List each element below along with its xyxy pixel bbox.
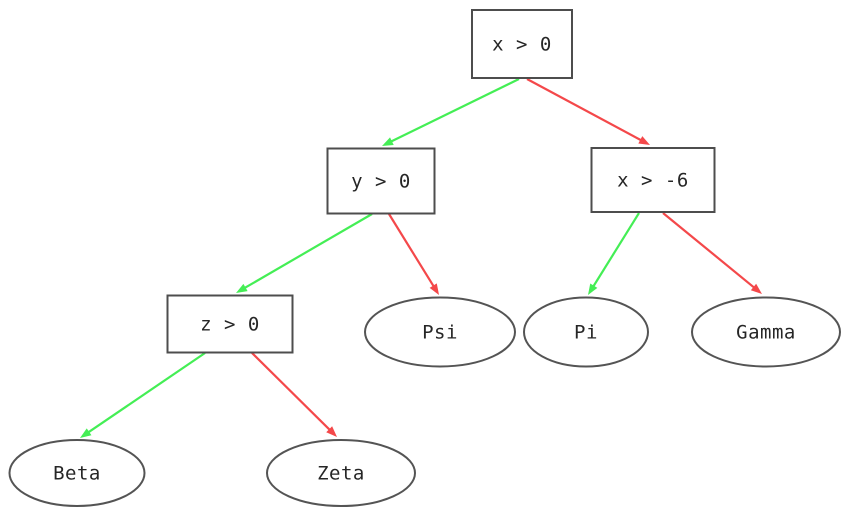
node-gamma[interactable]: Gamma — [691, 296, 841, 368]
edge-arrowhead-true — [80, 428, 92, 438]
edge-xgtm6-to-gamma — [662, 212, 762, 294]
edge-root-to-xgtm6 — [526, 78, 650, 145]
edge-arrowhead-false — [326, 426, 337, 437]
node-psi[interactable]: Psi — [364, 296, 516, 368]
node-label-root: x > 0 — [492, 34, 552, 56]
node-label-ygt0: y > 0 — [351, 171, 411, 193]
node-zgt0[interactable]: z > 0 — [166, 294, 294, 354]
edge-line-false — [662, 212, 756, 290]
edge-xgtm6-to-pi — [588, 212, 640, 295]
node-label-zgt0: z > 0 — [200, 314, 260, 336]
node-label-psi: Psi — [422, 322, 458, 344]
leaf-node-ellipse — [8, 439, 146, 507]
node-zeta[interactable]: Zeta — [266, 439, 416, 507]
edge-zgt0-to-beta — [80, 352, 206, 438]
node-beta[interactable]: Beta — [8, 439, 146, 507]
edge-arrowhead-false — [429, 283, 439, 295]
edge-line-false — [526, 78, 643, 142]
node-root[interactable]: x > 0 — [471, 9, 573, 79]
edge-ygt0-to-zgt0 — [236, 213, 373, 293]
edge-arrowhead-false — [750, 283, 762, 294]
edge-arrowhead-true — [382, 137, 394, 146]
node-label-xgtm6: x > -6 — [617, 170, 689, 192]
node-pi[interactable]: Pi — [523, 296, 649, 368]
edge-line-true — [243, 213, 373, 290]
edge-line-true — [591, 212, 640, 288]
decision-node-box — [326, 147, 436, 215]
leaf-node-ellipse — [364, 296, 516, 368]
node-label-zeta: Zeta — [317, 463, 365, 485]
edge-line-true — [389, 78, 520, 144]
edges-layer — [80, 78, 762, 438]
edge-line-false — [251, 352, 332, 432]
edge-line-false — [388, 213, 436, 288]
edge-line-true — [86, 352, 206, 434]
decision-node-box — [590, 147, 716, 213]
leaf-node-ellipse — [523, 296, 649, 368]
leaf-node-ellipse — [691, 296, 841, 368]
decision-node-box — [471, 9, 573, 79]
edge-arrowhead-true — [236, 283, 248, 293]
edge-arrowhead-true — [588, 283, 598, 295]
edge-ygt0-to-psi — [388, 213, 439, 295]
edge-zgt0-to-zeta — [251, 352, 337, 437]
leaf-node-ellipse — [266, 439, 416, 507]
edge-root-to-ygt0 — [382, 78, 520, 146]
decision-node-box — [166, 294, 294, 354]
node-label-beta: Beta — [53, 463, 101, 485]
edge-arrowhead-false — [638, 136, 650, 145]
node-xgtm6[interactable]: x > -6 — [590, 147, 716, 213]
node-label-gamma: Gamma — [736, 322, 796, 344]
node-ygt0[interactable]: y > 0 — [326, 147, 436, 215]
node-label-pi: Pi — [574, 322, 598, 344]
